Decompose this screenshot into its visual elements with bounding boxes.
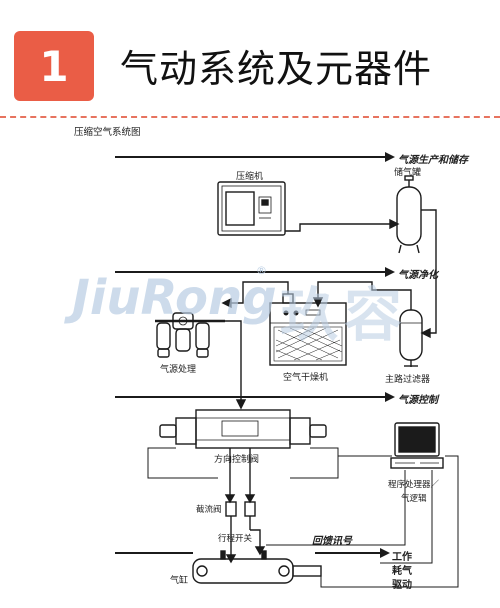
- air-tank-icon: [396, 175, 430, 254]
- valve-signal-right: [290, 447, 339, 479]
- label-tank: 储气罐: [394, 168, 422, 178]
- directional-valve-icon: [159, 409, 327, 449]
- frl-unit-icon: [155, 312, 225, 358]
- section-label-supply: 气源生产和储存: [398, 155, 468, 166]
- plc-output-wire: [320, 455, 459, 588]
- label-work: 工作: [392, 552, 412, 563]
- dryer-frl-pipe: [229, 281, 289, 304]
- label-main-filter: 主路过滤器: [385, 375, 431, 385]
- label-dryer: 空气干燥机: [283, 373, 329, 383]
- label-feedback: 回馈讯号: [312, 536, 352, 547]
- section-label-purify: 气源净化: [398, 270, 438, 281]
- label-throttle: 截流阀: [196, 505, 222, 515]
- compressor-icon: [217, 181, 286, 236]
- filter-dryer-pipe: [317, 281, 412, 310]
- section-number-badge: 1: [14, 31, 94, 101]
- watermark-latin: JiuRong: [72, 270, 277, 326]
- plc-computer-icon: [390, 422, 444, 469]
- label-cylinder: 气缸: [170, 576, 189, 586]
- label-consume: 耗气: [392, 566, 412, 577]
- frl-valve-pipe: [225, 320, 242, 402]
- watermark-chinese: 玖容: [280, 281, 409, 349]
- tank-filter-pipe: [428, 209, 437, 334]
- feedback-signal-line: [266, 470, 406, 546]
- label-drive: 驱动: [392, 580, 412, 591]
- label-compressor: 压缩机: [236, 172, 264, 182]
- label-directional-valve: 方向控制阀: [214, 455, 260, 465]
- throttle-valve-icon: [225, 501, 256, 517]
- label-limit-switch: 行程开关: [218, 534, 253, 544]
- dashed-divider: [0, 116, 500, 118]
- label-plc-line2: 气逻辑: [401, 494, 427, 504]
- page-title: 气动系统及元器件: [120, 47, 433, 91]
- valve-signal-left: [147, 447, 218, 479]
- label-frl: 气源处理: [160, 365, 197, 375]
- compressor-tank-pipe: [285, 223, 390, 232]
- plc-work-wire: [380, 470, 433, 564]
- label-plc-line1: 程序处理器／: [388, 480, 440, 490]
- section-label-control: 气源控制: [398, 395, 438, 406]
- cylinder-icon: [192, 550, 322, 584]
- watermark-mark: ®: [256, 264, 267, 277]
- air-dryer-icon: [269, 293, 347, 366]
- diagram-caption: 压缩空气系统图: [74, 127, 141, 138]
